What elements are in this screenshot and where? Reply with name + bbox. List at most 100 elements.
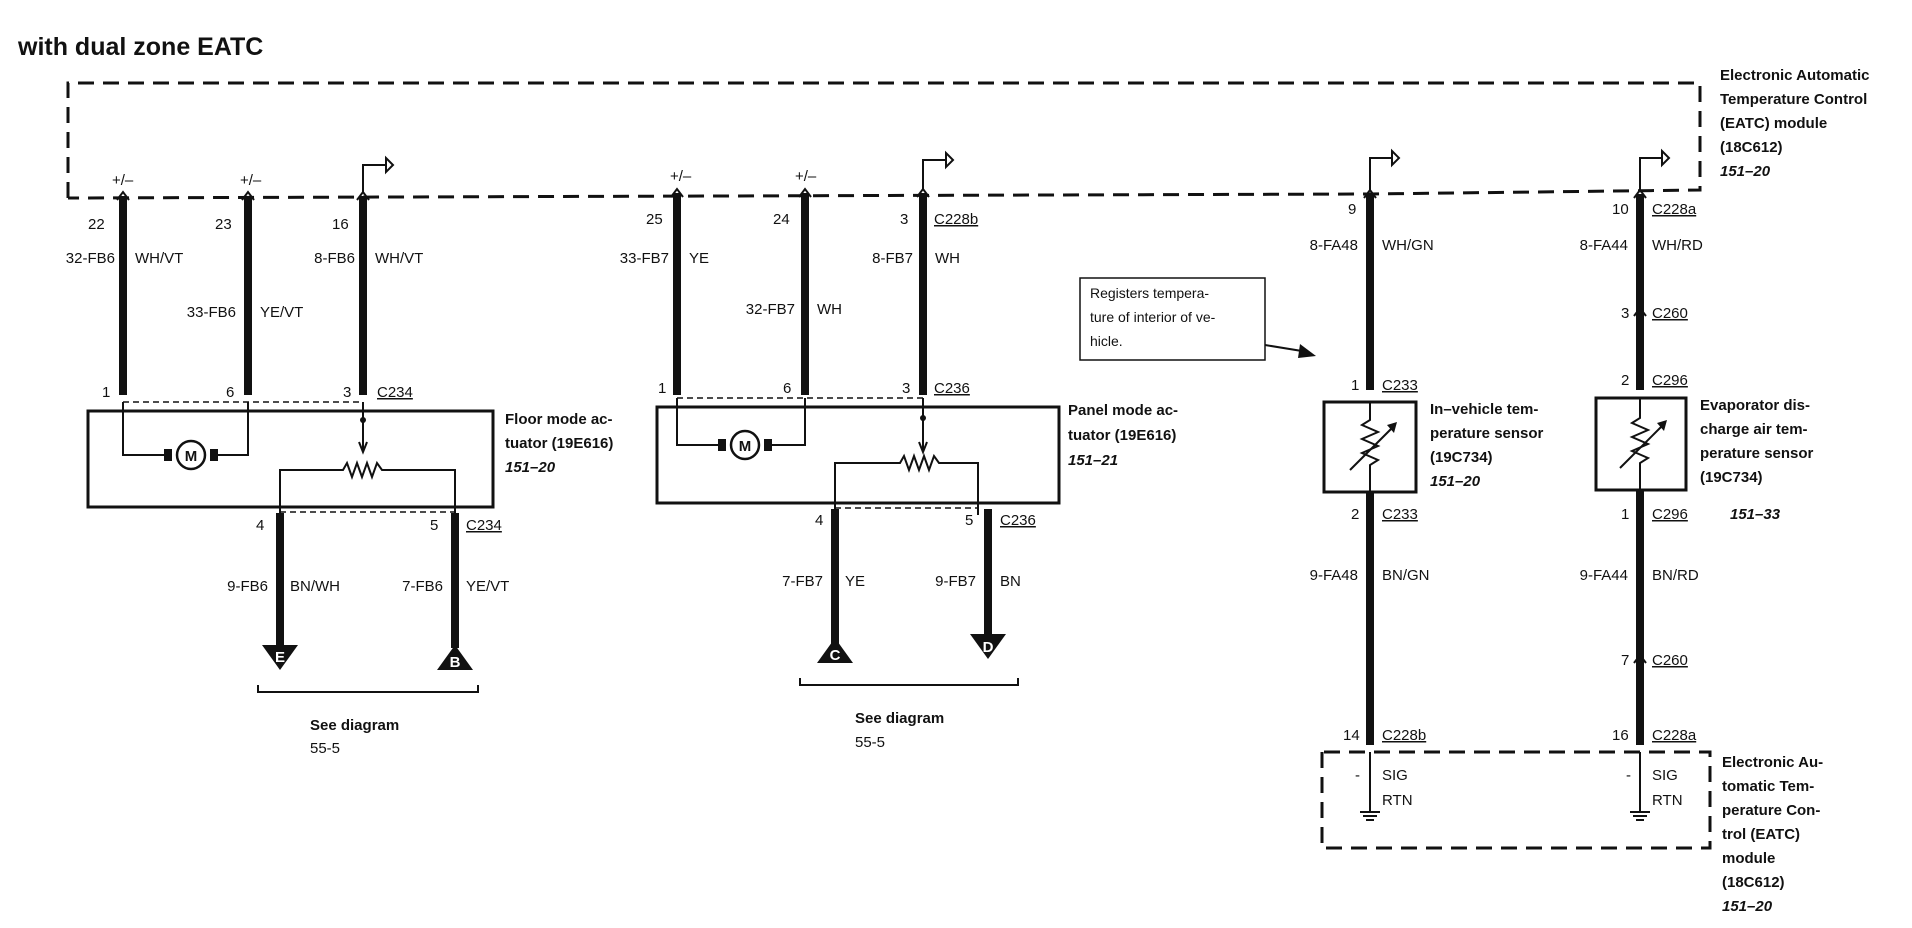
motor-wiring — [676, 398, 806, 446]
svg-text:9-FA48: 9-FA48 — [1310, 567, 1358, 584]
svg-text:C228a: C228a — [1652, 727, 1697, 744]
svg-text:2: 2 — [1621, 372, 1629, 389]
svg-text:-: - — [1355, 767, 1360, 784]
svg-text:C233: C233 — [1382, 377, 1418, 394]
eatc-module-top-box — [66, 81, 1702, 200]
svg-text:3: 3 — [902, 380, 910, 397]
svg-text:3: 3 — [900, 211, 908, 228]
svg-text:RTN: RTN — [1382, 792, 1413, 809]
svg-text:8-FA48: 8-FA48 — [1310, 237, 1358, 254]
svg-text:9: 9 — [1348, 201, 1356, 218]
svg-text:5: 5 — [430, 517, 438, 534]
potentiometer-icon — [834, 453, 979, 515]
svg-text:(18C612): (18C612) — [1720, 139, 1783, 156]
svg-text:7-FB7: 7-FB7 — [782, 573, 823, 590]
svg-text:4: 4 — [256, 517, 264, 534]
note-callout: Registers tempera- ture of interior of v… — [1079, 277, 1316, 361]
svg-text:WH/GN: WH/GN — [1382, 237, 1434, 254]
svg-text:Floor mode ac-: Floor mode ac- — [505, 411, 613, 428]
svg-text:8-FB7: 8-FB7 — [872, 250, 913, 267]
svg-text:trol (EATC): trol (EATC) — [1722, 826, 1800, 843]
svg-text:3: 3 — [343, 384, 351, 401]
floor-actuator-group: +/– +/– 22 23 16 32-FB6 WH/VT 33-FB6 YE/… — [66, 155, 613, 757]
svg-text:Registers tempera-: Registers tempera- — [1090, 285, 1209, 301]
svg-text:3: 3 — [1621, 305, 1629, 322]
motor-icon — [175, 439, 207, 471]
svg-text:6: 6 — [783, 380, 791, 397]
svg-text:16: 16 — [332, 216, 349, 233]
svg-text:module: module — [1722, 850, 1775, 867]
svg-text:YE: YE — [845, 573, 865, 590]
svg-text:(EATC) module: (EATC) module — [1720, 115, 1827, 132]
svg-text:6: 6 — [226, 384, 234, 401]
ground-icon — [1630, 752, 1650, 821]
svg-text:8-FB6: 8-FB6 — [314, 250, 355, 267]
svg-text:151–20: 151–20 — [1430, 473, 1481, 490]
svg-text:1: 1 — [1621, 506, 1629, 523]
svg-text:ture of interior of ve-: ture of interior of ve- — [1090, 309, 1216, 325]
connector-arrow-icon — [116, 190, 370, 201]
eatc-module-bottom: - SIG RTN - SIG RTN Electronic Au- tomat… — [1320, 750, 1823, 915]
shield-flag-icon — [1639, 148, 1671, 190]
svg-text:tuator (19E616): tuator (19E616) — [505, 435, 613, 452]
svg-text:C236: C236 — [934, 380, 970, 397]
page-title: with dual zone EATC — [17, 33, 263, 61]
polarity-label: +/– — [795, 168, 817, 185]
shield-flag-icon — [1369, 148, 1401, 190]
svg-text:YE: YE — [689, 250, 709, 267]
svg-text:C260: C260 — [1652, 305, 1688, 322]
svg-text:SIG: SIG — [1652, 767, 1678, 784]
svg-text:32-FB7: 32-FB7 — [746, 301, 795, 318]
offpage-connector-d-icon — [970, 634, 1006, 659]
svg-text:C228b: C228b — [934, 211, 978, 228]
svg-text:C234: C234 — [377, 384, 413, 401]
svg-text:D: D — [983, 639, 994, 656]
svg-text:32-FB6: 32-FB6 — [66, 250, 115, 267]
svg-text:10: 10 — [1612, 201, 1629, 218]
svg-text:23: 23 — [215, 216, 232, 233]
svg-text:BN/WH: BN/WH — [290, 578, 340, 595]
evap-sensor-group: 10 C228a 8-FA44 WH/RD 3 C260 2 C296 Evap… — [1580, 148, 1814, 745]
svg-text:C234: C234 — [466, 517, 502, 534]
svg-text:Evaporator dis-: Evaporator dis- — [1700, 397, 1810, 414]
svg-text:7-FB6: 7-FB6 — [402, 578, 443, 595]
polarity-label: +/– — [240, 172, 262, 189]
svg-text:C228b: C228b — [1382, 727, 1426, 744]
svg-text:See diagram: See diagram — [310, 717, 399, 734]
panel-actuator-group: +/– +/– 25 24 3 C228b 33-FB7 YE 32-FB7 W… — [620, 150, 1178, 751]
svg-text:YE/VT: YE/VT — [260, 304, 303, 321]
svg-text:4: 4 — [815, 512, 823, 529]
svg-text:E: E — [275, 649, 285, 666]
svg-text:9-FA44: 9-FA44 — [1580, 567, 1628, 584]
svg-text:M: M — [739, 438, 752, 455]
eatc-module-top-label: Electronic Automatic Temperature Control… — [1720, 67, 1869, 180]
svg-text:WH/VT: WH/VT — [375, 250, 423, 267]
svg-text:C260: C260 — [1652, 652, 1688, 669]
thermistor-icon — [1359, 402, 1381, 492]
svg-text:tomatic Tem-: tomatic Tem- — [1722, 778, 1814, 795]
potentiometer-icon — [279, 460, 456, 520]
svg-text:151–20: 151–20 — [1720, 163, 1771, 180]
svg-text:M: M — [185, 448, 198, 465]
svg-text:C: C — [830, 647, 841, 664]
connector-arrow-icon — [670, 187, 930, 198]
svg-text:14: 14 — [1343, 727, 1360, 744]
svg-text:C296: C296 — [1652, 506, 1688, 523]
svg-text:(18C612): (18C612) — [1722, 874, 1785, 891]
svg-text:perature sensor: perature sensor — [1700, 445, 1814, 462]
svg-text:9-FB7: 9-FB7 — [935, 573, 976, 590]
svg-text:151–20: 151–20 — [1722, 898, 1773, 915]
svg-text:25: 25 — [646, 211, 663, 228]
svg-text:9-FB6: 9-FB6 — [227, 578, 268, 595]
svg-text:Electronic Automatic: Electronic Automatic — [1720, 67, 1869, 84]
svg-text:In–vehicle tem-: In–vehicle tem- — [1430, 401, 1538, 418]
svg-text:7: 7 — [1621, 652, 1629, 669]
svg-text:perature sensor: perature sensor — [1430, 425, 1544, 442]
offpage-connector-e-icon — [262, 645, 298, 670]
svg-text:BN/RD: BN/RD — [1652, 567, 1699, 584]
svg-text:YE/VT: YE/VT — [466, 578, 509, 595]
shield-flag-icon — [922, 150, 955, 190]
svg-text:C233: C233 — [1382, 506, 1418, 523]
brace — [257, 685, 479, 693]
motor-icon — [729, 429, 761, 461]
